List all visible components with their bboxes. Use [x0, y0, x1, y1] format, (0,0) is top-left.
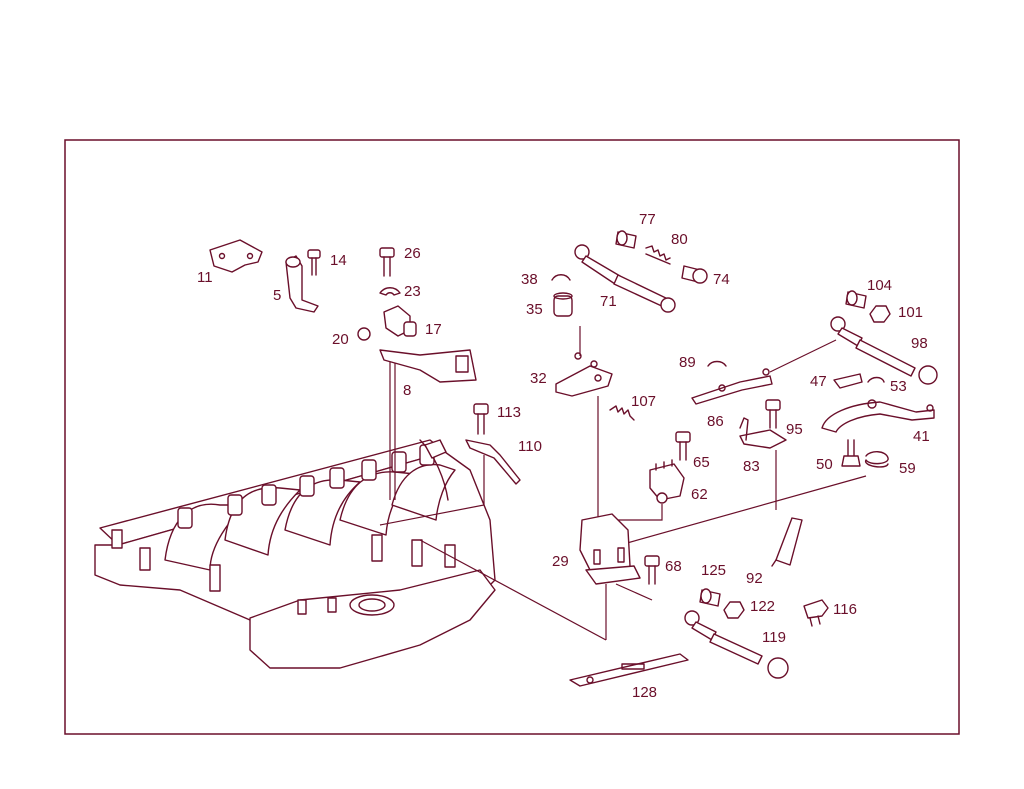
part-47-clip: [833, 373, 863, 389]
part-35-bushing: [553, 292, 573, 317]
callout-53: 53: [890, 378, 907, 395]
part-107-spring: [609, 405, 635, 421]
callout-110: 110: [518, 438, 542, 455]
intake-manifold: [94, 439, 496, 669]
callout-83: 83: [743, 458, 760, 475]
callout-59: 59: [899, 460, 916, 477]
part-11-plate: [209, 239, 263, 273]
part-122-nut: [723, 601, 745, 619]
part-80-spring: [645, 245, 671, 265]
callout-14: 14: [330, 252, 347, 269]
callout-32: 32: [530, 370, 547, 387]
part-68-bolt: [644, 555, 660, 585]
callout-35: 35: [526, 301, 543, 318]
part-17-clamp: [383, 305, 417, 337]
callout-38: 38: [521, 271, 538, 288]
part-59-spring: [865, 451, 889, 468]
part-119-rod: [684, 610, 789, 679]
callout-128: 128: [632, 684, 657, 701]
part-50-bolt: [841, 439, 861, 467]
callout-23: 23: [404, 283, 421, 300]
part-125-cap: [699, 588, 721, 607]
part-74-cap: [681, 265, 708, 284]
part-128-bracket: [569, 653, 689, 687]
callout-11: 11: [197, 269, 213, 286]
callout-86: 86: [707, 413, 724, 430]
callout-125: 125: [701, 562, 726, 579]
part-62-block: [649, 459, 685, 504]
part-110-bracket: [465, 439, 521, 485]
part-5-bracket: [285, 255, 319, 313]
callout-98: 98: [911, 335, 928, 352]
part-86-lever: [691, 368, 773, 405]
part-8-bracket: [379, 349, 477, 383]
callout-92: 92: [746, 570, 763, 587]
callout-104: 104: [867, 277, 892, 294]
part-65-bolt: [675, 431, 691, 461]
part-104-cap: [845, 290, 867, 309]
callout-62: 62: [691, 486, 708, 503]
callout-113: 113: [497, 404, 521, 421]
part-20-nut: [357, 327, 371, 341]
part-101-nut: [869, 305, 891, 323]
callout-119: 119: [762, 629, 786, 646]
part-98-rod: [830, 316, 938, 385]
callout-26: 26: [404, 245, 421, 262]
callout-41: 41: [913, 428, 930, 445]
part-95-bolt: [765, 399, 781, 429]
part-38-clip: [551, 274, 571, 281]
callout-5: 5: [273, 287, 281, 304]
part-116-clip: [803, 599, 829, 627]
callout-20: 20: [332, 331, 349, 348]
callout-122: 122: [750, 598, 775, 615]
part-83-bracket: [739, 417, 787, 449]
callout-8: 8: [403, 382, 411, 399]
part-26-bolt: [379, 247, 395, 277]
callout-89: 89: [679, 354, 696, 371]
part-29-bracket: [579, 513, 641, 585]
callout-68: 68: [665, 558, 682, 575]
part-77-cap: [615, 230, 637, 249]
callout-65: 65: [693, 454, 710, 471]
part-14-bolt: [307, 249, 321, 276]
diagram-frame: [64, 139, 960, 735]
part-23-washer: [379, 287, 401, 296]
callout-74: 74: [713, 271, 730, 288]
callout-101: 101: [898, 304, 923, 321]
callout-29: 29: [552, 553, 569, 570]
part-53-clip: [867, 376, 885, 383]
callout-77: 77: [639, 211, 656, 228]
part-41-lever: [821, 399, 935, 433]
callout-95: 95: [786, 421, 803, 438]
callout-107: 107: [631, 393, 656, 410]
callout-116: 116: [833, 601, 857, 618]
part-92-bracket: [771, 517, 803, 567]
callout-71: 71: [600, 293, 617, 310]
callout-47: 47: [810, 373, 827, 390]
callout-17: 17: [425, 321, 442, 338]
part-32-lever: [555, 352, 613, 397]
part-113-bolt: [473, 403, 489, 435]
callout-50: 50: [816, 456, 833, 473]
callout-80: 80: [671, 231, 688, 248]
part-71-rod: [574, 244, 676, 313]
part-89-clip: [707, 360, 727, 367]
